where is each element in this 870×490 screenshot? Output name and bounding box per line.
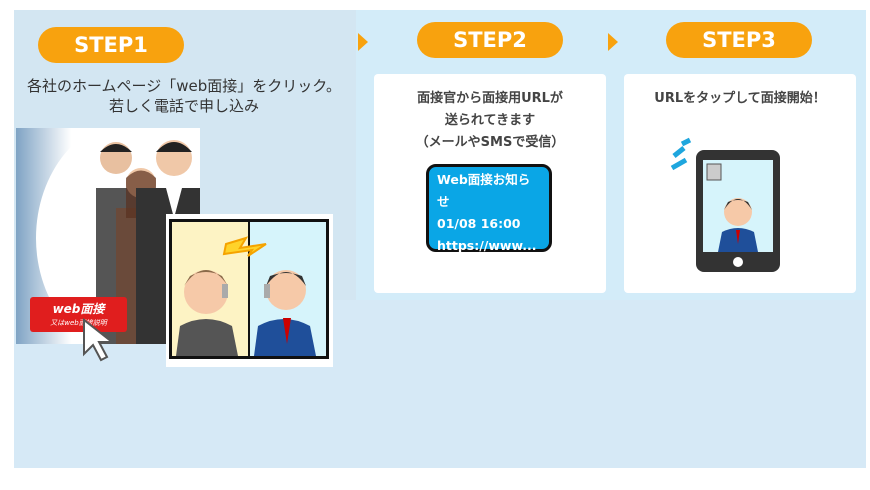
step2-card: 面接官から面接用URLが 送られてきます （メールやSMSで受信） Web面接お…	[374, 74, 606, 293]
step1-description: 各社のホームページ「web面接」をクリック。 若しく電話で申し込み	[14, 76, 354, 116]
phone-call-illustration	[166, 214, 333, 367]
tablet-video-call-icon	[670, 137, 780, 272]
arrow-icon	[608, 33, 618, 51]
step2-badge: STEP2	[417, 22, 563, 58]
button-main-label: web面接	[52, 302, 105, 316]
step2-description: 面接官から面接用URLが 送られてきます （メールやSMSで受信）	[374, 88, 606, 154]
message-datetime: 01/08 16:00	[437, 216, 521, 231]
cursor-icon	[83, 318, 115, 362]
step2-line1: 面接官から面接用URLが	[417, 91, 563, 106]
message-url[interactable]: https://www...	[437, 235, 541, 259]
step1-line1: 各社のホームページ「web面接」をクリック。	[26, 77, 342, 95]
message-bubble: Web面接お知らせ 01/08 16:00 https://www...	[426, 164, 552, 259]
step1-line2: 若しく電話で申し込み	[108, 97, 259, 115]
message-title: Web面接お知らせ	[437, 172, 531, 209]
button-sub-label: 又はweb面接説明	[50, 319, 107, 327]
step2-line2: 送られてきます	[444, 113, 536, 128]
step3-badge: STEP3	[666, 22, 812, 58]
step2-line3: （メールやSMSで受信）	[415, 135, 565, 150]
step3-card: URLをタップして面接開始！	[624, 74, 856, 293]
web-interview-button[interactable]: web面接 又はweb面接説明	[30, 297, 127, 332]
step1-badge: STEP1	[38, 27, 184, 63]
step3-description: URLをタップして面接開始！	[654, 91, 826, 106]
arrow-icon	[358, 33, 368, 51]
